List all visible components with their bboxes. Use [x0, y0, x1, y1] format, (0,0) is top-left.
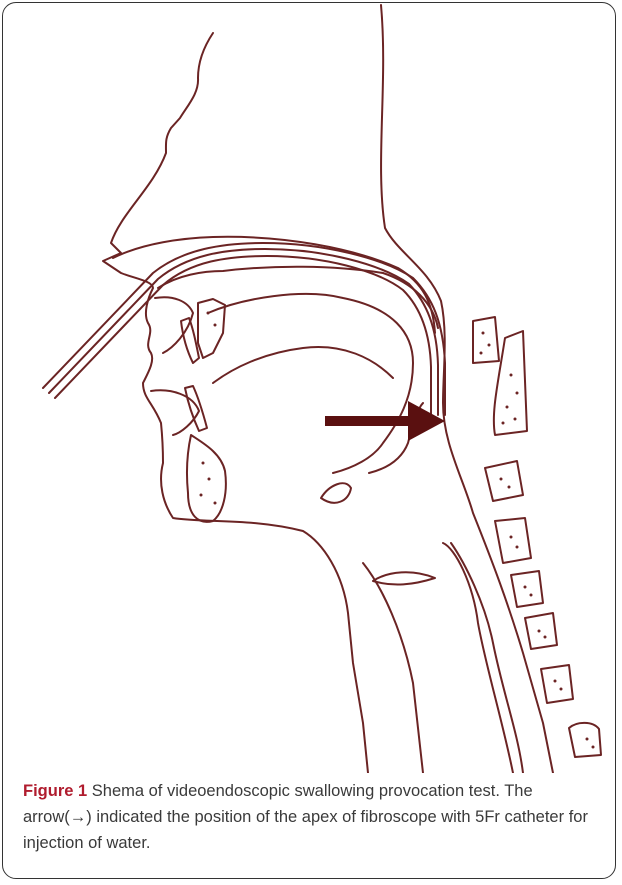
bone-speckles [200, 312, 595, 749]
figure-frame: Figure 1 Shema of videoendoscopic swallo… [2, 2, 616, 879]
anatomy-illustration [3, 3, 616, 773]
trachea-front [363, 563, 423, 773]
figure-caption-text: Shema of videoendoscopic swallowing prov… [23, 782, 588, 852]
fibroscope-tube [49, 249, 438, 415]
vertebra [569, 723, 601, 757]
upper-incisor [181, 318, 199, 363]
upper-lip [155, 297, 193, 353]
vertebra [541, 665, 573, 703]
figure-label: Figure 1 [23, 782, 87, 800]
vertebra [511, 571, 543, 607]
vertebra [525, 613, 557, 649]
vertebra [494, 331, 527, 435]
face-profile [103, 33, 368, 773]
tongue [208, 294, 413, 473]
vertebra [495, 518, 531, 563]
vertebra [473, 317, 499, 363]
esophagus [443, 543, 513, 773]
vertebra [485, 461, 523, 501]
figure-caption: Figure 1 Shema of videoendoscopic swallo… [23, 778, 603, 856]
tongue-lower [213, 347, 393, 383]
vocal-fold [373, 572, 435, 584]
mandible [187, 435, 226, 522]
fibroscope-tube [55, 256, 431, 415]
position-arrow [325, 401, 445, 441]
hyoid [321, 483, 351, 502]
